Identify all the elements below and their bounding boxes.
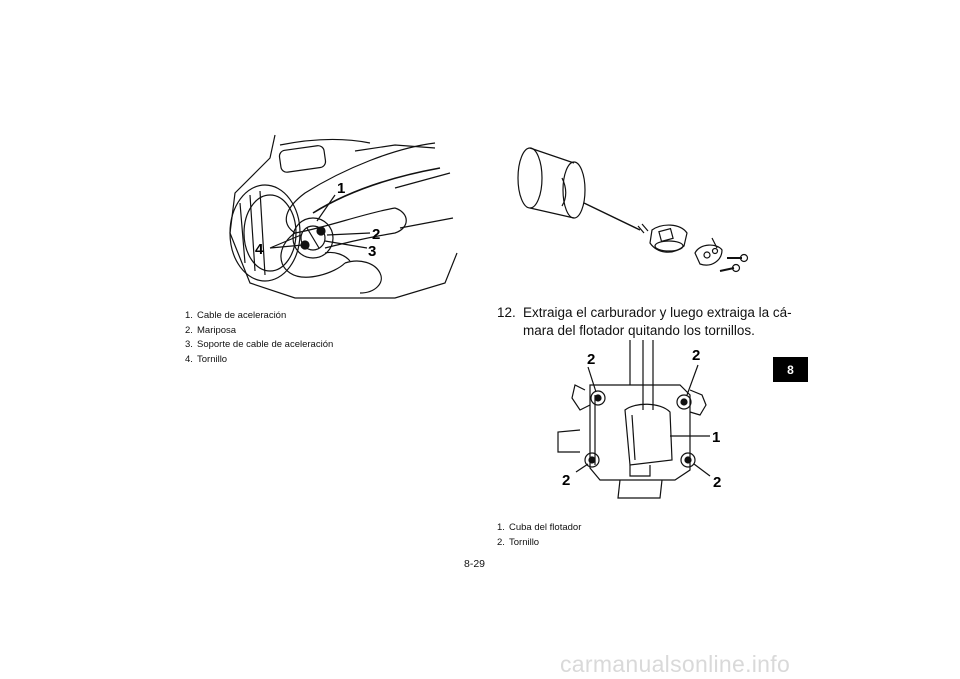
page-number: 8-29 xyxy=(464,558,486,570)
legend-item: 4.Tornillo xyxy=(185,353,228,365)
callout-2: 2 xyxy=(372,226,380,243)
callout-3: 3 xyxy=(368,243,376,260)
legend-item: 3.Soporte de cable de aceleración xyxy=(185,339,334,350)
callout-2: 2 xyxy=(587,351,595,368)
step-text: Extraiga el carburador y luego extraiga … xyxy=(523,305,792,338)
figure3-legend: 1.Cuba del flotador 2.Tornillo xyxy=(497,521,581,550)
watermark: carmanualsonline.info xyxy=(560,651,791,677)
callout-2: 2 xyxy=(562,472,570,489)
float-chamber-illustration: 2 2 1 2 2 xyxy=(557,340,721,499)
callout-1: 1 xyxy=(337,180,345,197)
callout-1: 1 xyxy=(712,429,720,446)
callout-2: 2 xyxy=(692,347,700,364)
throttle-valve-parts-illustration xyxy=(517,147,749,273)
figure1-legend: 1.Cable de aceleración 2.Mariposa 3.Sopo… xyxy=(185,309,333,367)
legend-item: 2.Mariposa xyxy=(185,324,237,336)
legend-item: 2.Tornillo xyxy=(497,536,540,548)
step-number: 12. xyxy=(497,305,516,320)
callout-2: 2 xyxy=(713,474,721,491)
section-tab: 8 xyxy=(773,357,808,382)
legend-item: 1.Cable de aceleración xyxy=(185,310,287,321)
callout-4: 4 xyxy=(255,241,264,258)
throttle-cable-illustration: 1 2 3 4 xyxy=(229,134,458,299)
legend-item: 1.Cuba del flotador xyxy=(497,522,582,533)
